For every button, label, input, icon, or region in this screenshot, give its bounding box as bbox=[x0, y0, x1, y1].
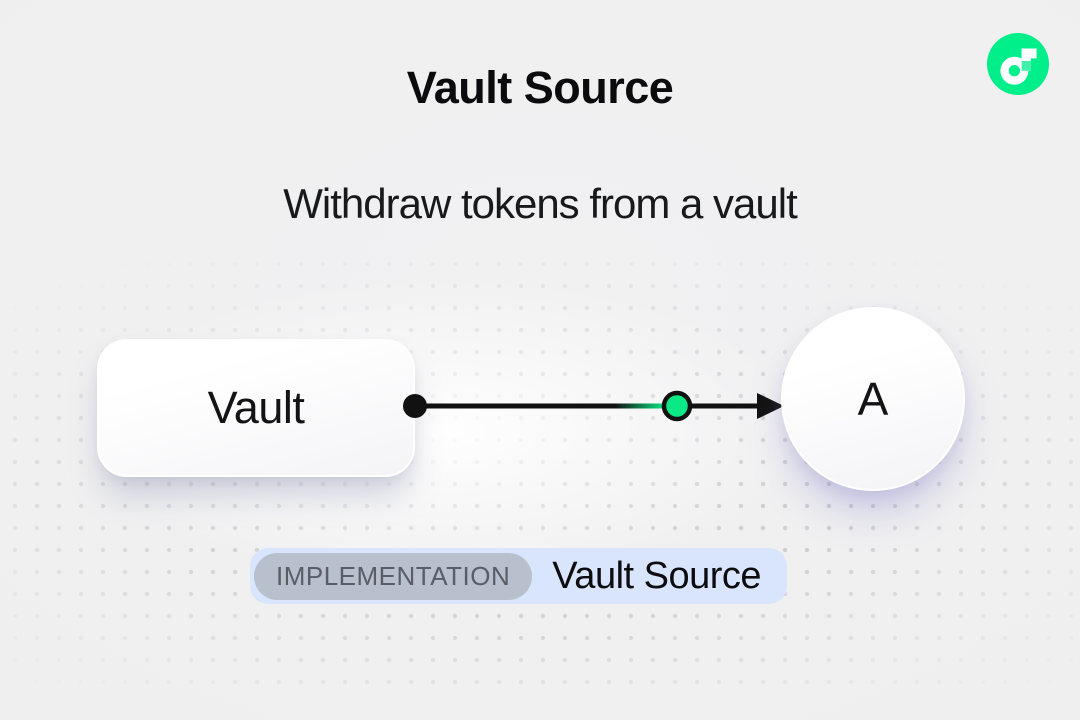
page-title: Vault Source bbox=[406, 62, 674, 113]
page-subtitle: Withdraw tokens from a vault bbox=[283, 180, 798, 227]
vault-node-label: Vault bbox=[207, 382, 305, 433]
connector-green-dot bbox=[661, 390, 693, 422]
connector-start-dot bbox=[403, 394, 427, 418]
target-node: A bbox=[781, 307, 965, 491]
implementation-label: Vault Source bbox=[552, 554, 762, 597]
implementation-tag: IMPLEMENTATION bbox=[254, 552, 533, 600]
implementation-badge: IMPLEMENTATION Vault Source bbox=[250, 548, 788, 604]
flow-logo-icon bbox=[987, 33, 1049, 95]
connector-gradient-segment bbox=[615, 403, 665, 409]
vault-node: Vault bbox=[97, 339, 415, 477]
connector-arrowhead-icon bbox=[757, 393, 784, 419]
connector-arrow bbox=[403, 390, 784, 422]
target-node-label: A bbox=[857, 373, 889, 425]
